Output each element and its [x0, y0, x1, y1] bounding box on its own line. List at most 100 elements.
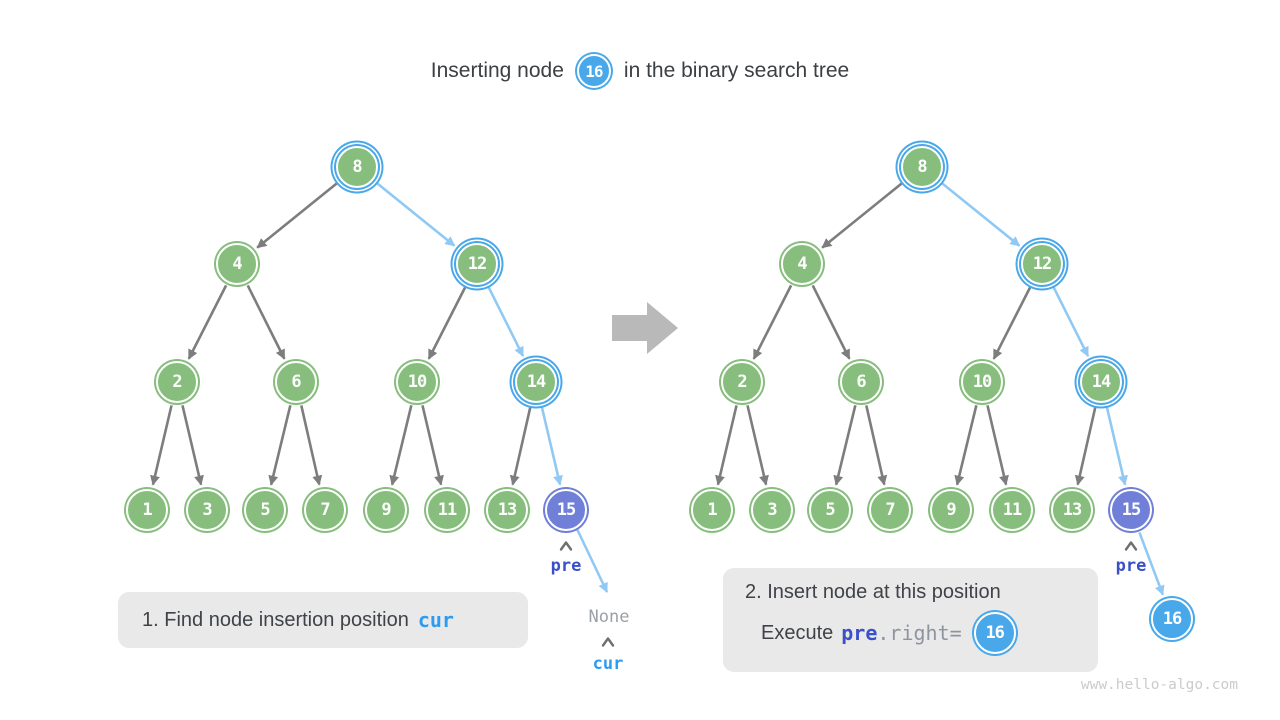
edge-R2-R1: [715, 405, 738, 486]
edge-R14-R13: [1074, 405, 1097, 486]
tree-node-value: 14: [526, 372, 547, 392]
step-2-code-right: .right: [877, 621, 950, 645]
tree-node-value: 15: [1121, 500, 1142, 520]
tree-node-value: 1: [707, 500, 717, 520]
edge-L4-L2: [187, 284, 228, 360]
tree-node-value: 9: [381, 500, 391, 520]
tree-node-13: 13: [1051, 489, 1093, 531]
tree-node-value: 4: [797, 254, 807, 274]
caret-up-icon: [601, 637, 615, 647]
tree-node-value: 5: [260, 500, 270, 520]
tree-node-14: 14: [1080, 361, 1122, 403]
tree-node-value: 15: [556, 500, 577, 520]
edge-R4-R2: [752, 284, 793, 360]
cur-pointer-label: cur: [592, 654, 624, 674]
edge-L14-L13: [509, 405, 532, 486]
none-label: None: [588, 607, 630, 627]
tree-node-4: 4: [781, 243, 823, 285]
edge-R14-R15: [1105, 405, 1128, 486]
edge-R6-R7: [865, 405, 888, 486]
tree-node-6: 6: [840, 361, 882, 403]
tree-node-12: 12: [456, 243, 498, 285]
tree-node-9: 9: [365, 489, 407, 531]
page-title: Inserting node 16 in the binary search t…: [0, 49, 1280, 93]
tree-node-value: 13: [497, 500, 518, 520]
tree-node-value: 10: [407, 372, 428, 392]
edge-L10-L11: [421, 405, 444, 486]
tree-node-value: 12: [1032, 254, 1053, 274]
title-node-value: 16: [585, 61, 603, 81]
edge-L8-L4: [256, 181, 340, 249]
tree-node-1: 1: [691, 489, 733, 531]
tree-node-10: 10: [961, 361, 1003, 403]
edge-L2-L3: [181, 405, 204, 486]
tree-node-3: 3: [751, 489, 793, 531]
tree-node-value: 8: [917, 157, 927, 177]
edge-R8-R4: [821, 181, 905, 249]
title-node-16: 16: [576, 54, 611, 88]
tree-node-value: 3: [202, 500, 212, 520]
caret-up-icon: [1124, 541, 1138, 551]
step-2-code-pre: pre: [841, 621, 878, 645]
tree-node-2: 2: [721, 361, 763, 403]
tree-node-11: 11: [426, 489, 468, 531]
edge-L12-L10: [427, 284, 468, 360]
tree-node-value: 5: [825, 500, 835, 520]
tree-node-15: 15: [1110, 489, 1152, 531]
tree-node-8: 8: [901, 146, 943, 188]
tree-node-value: 8: [352, 157, 362, 177]
tree-node-14: 14: [515, 361, 557, 403]
tree-node-3: 3: [186, 489, 228, 531]
step-2-node-value: 16: [985, 623, 1005, 643]
step-2-line1: 2. Insert node at this position: [745, 581, 1001, 603]
tree-node-value: 1: [142, 500, 152, 520]
edge-L6-L5: [268, 405, 292, 486]
edge-L12-L14: [486, 284, 525, 357]
edge-L14-L15: [540, 405, 563, 486]
tree-node-13: 13: [486, 489, 528, 531]
tree-node-8: 8: [336, 146, 378, 188]
edge-R4-R6: [811, 284, 851, 360]
step-2-line2: Execute pre .right = 16: [761, 611, 1098, 655]
tree-node-2: 2: [156, 361, 198, 403]
transition-arrow-icon: [612, 302, 678, 354]
tree-node-value: 3: [767, 500, 777, 520]
edge-15-none: [575, 528, 609, 593]
step-1-text: 1. Find node insertion position: [142, 608, 409, 631]
title-suffix: in the binary search tree: [623, 59, 850, 82]
tree-node-4: 4: [216, 243, 258, 285]
tree-node-value: 7: [885, 500, 895, 520]
edge-R2-R3: [746, 405, 769, 486]
edge-R12-R10: [992, 284, 1033, 360]
tree-node-value: 11: [437, 500, 458, 520]
tree-node-9: 9: [930, 489, 972, 531]
step-1-code-cur: cur: [417, 608, 454, 632]
tree-node-12: 12: [1021, 243, 1063, 285]
tree-node-10: 10: [396, 361, 438, 403]
tree-node-value: 7: [320, 500, 330, 520]
title-prefix: Inserting node: [430, 59, 564, 82]
tree-node-value: 10: [972, 372, 993, 392]
edge-L8-L12: [374, 181, 456, 247]
tree-node-value: 14: [1091, 372, 1112, 392]
tree-node-value: 12: [467, 254, 488, 274]
edge-R8-R12: [939, 181, 1021, 247]
step-2-node-16: 16: [973, 612, 1016, 654]
caret-up-icon: [559, 541, 573, 551]
tree-node-5: 5: [244, 489, 286, 531]
tree-node-value: 2: [737, 372, 747, 392]
tree-node-value: 2: [172, 372, 182, 392]
tree-node-value: 6: [291, 372, 301, 392]
tree-node-6: 6: [275, 361, 317, 403]
edge-L4-L6: [246, 284, 286, 360]
step-2-box: 2. Insert node at this position Execute …: [723, 568, 1098, 672]
pre-pointer-label-left: pre: [550, 556, 582, 576]
edge-R6-R5: [833, 405, 857, 486]
tree-node-15: 15: [545, 489, 587, 531]
edge-L2-L1: [150, 405, 173, 486]
edge-L6-L7: [300, 405, 323, 486]
tree-node-7: 7: [304, 489, 346, 531]
tree-node-value: 13: [1062, 500, 1083, 520]
tree-node-value: 6: [856, 372, 866, 392]
